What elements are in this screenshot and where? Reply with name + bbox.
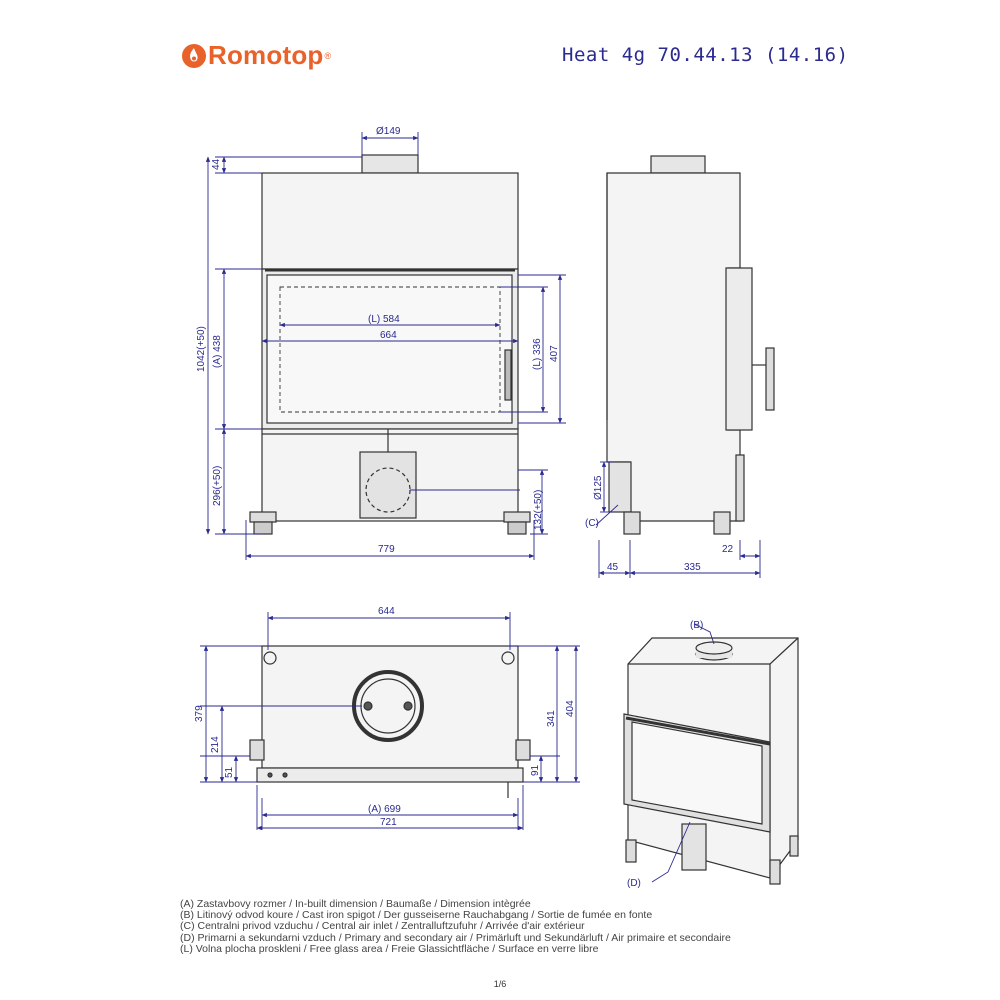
overall-width-label: 721 bbox=[380, 817, 397, 828]
offset-right-label: 22 bbox=[722, 544, 734, 555]
air-inlet-diameter-label: Ø125 bbox=[593, 475, 604, 500]
brand-name: Romotop bbox=[208, 40, 324, 70]
legend-item-l: (L) Volna plocha proskleni / Free glass … bbox=[180, 942, 599, 955]
front-dimension-labels: Ø149 44 1042(+50) (A) 438 296(+50) (L) 5… bbox=[196, 126, 560, 555]
top-dimension-labels: 644 379 214 51 341 404 91 (A) 699 721 bbox=[194, 606, 576, 828]
total-height-label: 1042(+50) bbox=[196, 326, 207, 372]
overall-depth-label: 404 bbox=[565, 700, 576, 717]
front-view bbox=[249, 154, 531, 535]
legend-item-d: (D) Primarni a sekundarni vzduch / Prima… bbox=[180, 931, 731, 944]
air-inlet-callout: (C) bbox=[585, 518, 599, 529]
brand-logo: Romotop® bbox=[180, 40, 331, 71]
a-width-label: (A) 699 bbox=[368, 804, 401, 815]
glass-height-label: (L) 336 bbox=[532, 338, 543, 370]
legend-item-c: (C) Centralni privod vzduchu / Central a… bbox=[180, 920, 585, 933]
iso-view bbox=[623, 637, 799, 885]
model-label: Heat 4g 70.44.13 (14.16) bbox=[562, 44, 849, 66]
top-depth-total-label: 379 bbox=[194, 705, 205, 722]
front-offset-label: 51 bbox=[224, 766, 235, 778]
legend-item-a: (A) Zastavbovy rozmer / In-built dimensi… bbox=[180, 898, 531, 910]
depth-label: 335 bbox=[684, 562, 701, 573]
page-number: 1/6 bbox=[493, 979, 507, 989]
side-dimension-labels: Ø125 (C) 22 45 335 bbox=[585, 475, 734, 573]
top-view bbox=[249, 645, 531, 798]
glass-width-label: (L) 584 bbox=[368, 314, 400, 325]
side-view bbox=[606, 155, 775, 535]
spigot-callout: (B) bbox=[690, 620, 703, 631]
a-height-label: (A) 438 bbox=[212, 335, 223, 368]
front-small-label: 91 bbox=[530, 764, 541, 776]
registered-mark: ® bbox=[324, 50, 332, 61]
top-offset-label: 44 bbox=[211, 158, 222, 170]
air-callout: (D) bbox=[627, 878, 641, 889]
door-width-label: 664 bbox=[380, 330, 397, 341]
door-height-label: 407 bbox=[549, 345, 560, 362]
leg-height-label: 132(+50) bbox=[533, 490, 544, 530]
iso-callout-labels: (B) (D) bbox=[627, 620, 703, 889]
legend-item-b: (B) Litinový odvod koure / Cast iron spi… bbox=[180, 909, 653, 922]
offset-left-label: 45 bbox=[607, 562, 619, 573]
flame-logo-icon bbox=[182, 43, 206, 68]
base-height-label: 296(+50) bbox=[212, 466, 223, 506]
top-width-label: 644 bbox=[378, 606, 395, 617]
side-dimensions bbox=[595, 461, 761, 578]
top-dimensions bbox=[200, 612, 580, 831]
front-dimensions bbox=[205, 132, 566, 560]
side-depth-label: 341 bbox=[546, 710, 557, 727]
iso-callouts bbox=[651, 623, 715, 883]
legend: (A) Zastavbovy rozmer / In-built dimensi… bbox=[180, 898, 731, 955]
flue-offset-label: 214 bbox=[210, 736, 221, 753]
flue-diameter-label: Ø149 bbox=[376, 126, 401, 137]
total-width-label: 779 bbox=[378, 544, 395, 555]
